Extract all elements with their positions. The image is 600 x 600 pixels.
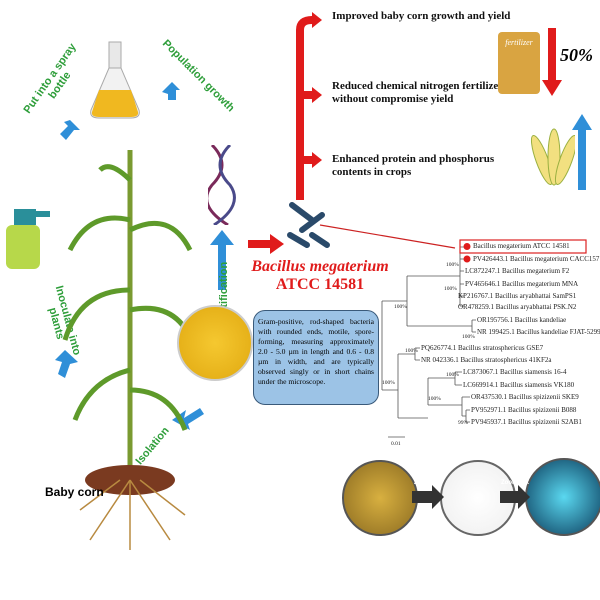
arrow-right-red (248, 234, 284, 254)
tree-leaf: Bacillus megaterium ATCC 14581 (473, 242, 570, 250)
tree-leaf: PQ626774.1 Bacillus stratosphericus GSE7 (421, 344, 544, 352)
bootstrap-value: 100% (382, 380, 395, 386)
zoom-arrows (412, 485, 530, 509)
tree-leaf: LC669914.1 Bacillus siamensis VK180 (463, 381, 575, 389)
pointer-line (319, 224, 456, 249)
bootstrap-value: 100% (428, 396, 441, 402)
bootstrap-value: 100% (462, 334, 475, 340)
arrow-down (55, 350, 78, 378)
species-name: Bacillus megaterium (251, 258, 389, 275)
tree-leaf: NR 199425.1 Bacillus kandeliae FJAT-5299… (477, 328, 600, 336)
spray-bottle-icon (6, 209, 50, 269)
arrow-up (210, 230, 234, 290)
bootstrap-value: 100% (446, 372, 459, 378)
strain-id: ATCC 14581 (275, 276, 365, 293)
tree-leaf: NR 042336.1 Bacillus stratosphericus 41K… (421, 356, 552, 364)
tree-leaf: PV426443.1 Bacillus megaterium CACC157 (473, 255, 600, 263)
tree-leaf: LC873067.1 Bacillus siamensis 16-4 (463, 368, 567, 376)
tree-leaf: OR478259.1 Bacillus aryabhattai PSK.N2 (458, 303, 577, 311)
description-box: Gram-positive, rod-shaped bacteria with … (253, 310, 379, 405)
tree-leaf: PV945937.1 Bacillus spizizenii S2AB1 (471, 418, 582, 426)
reduction-percent: 50% (560, 45, 593, 65)
bootstrap-value: 100% (405, 348, 418, 354)
bootstrap-value: 99% (458, 420, 469, 426)
tree-leaf: PV952971.1 Bacillus spizizenii B088 (471, 406, 577, 414)
tree-leaf: LC872247.1 Bacillus megaterium F2 (465, 267, 570, 275)
benefit-1: Improved baby corn growth and yield (332, 10, 511, 22)
bootstrap-value: 100% (444, 286, 457, 292)
petri-dish-image (177, 305, 253, 381)
tree-leaf: PV465646.1 Bacillus megaterium MNA (465, 280, 579, 288)
microscope-20x-image (525, 458, 600, 536)
benefit-3: Enhanced protein and phosphorus contents… (332, 153, 495, 178)
baby-corn-image (530, 128, 575, 186)
arrow-down-right (60, 120, 80, 140)
tree-leaf: OR437530.1 Bacillus spizizenii SKE9 (471, 393, 579, 401)
scale-bar-label: 0.01 (391, 441, 401, 447)
zoom-20x-label: Zoom 20x (501, 480, 530, 486)
bacteria-icon (287, 202, 330, 248)
dna-icon (208, 145, 236, 225)
tree-leaf: OR195756.1 Bacillus kandeliae (477, 316, 567, 324)
flask-icon (90, 41, 140, 119)
benefit-2: Reduced chemical nitrogen fertilizer use… (332, 80, 521, 105)
arrow-up-left (162, 82, 180, 100)
arrow-down-red-icon (542, 28, 562, 96)
arrow-up-blue-icon (572, 114, 592, 190)
bootstrap-value: 100% (394, 304, 407, 310)
colony-plate-image (342, 460, 418, 536)
fertilizer-bag-image: fertilizer (498, 32, 540, 94)
tree-leaf: KP216767.1 Bacillus aryabhattai SamPS1 (458, 292, 577, 300)
benefit-bracket (296, 16, 313, 200)
plant-label: Baby corn (45, 485, 104, 499)
arrow-up-right (172, 408, 204, 430)
zoom-5x-label: Zoom 5x (414, 480, 439, 486)
bootstrap-value: 100% (446, 262, 459, 268)
